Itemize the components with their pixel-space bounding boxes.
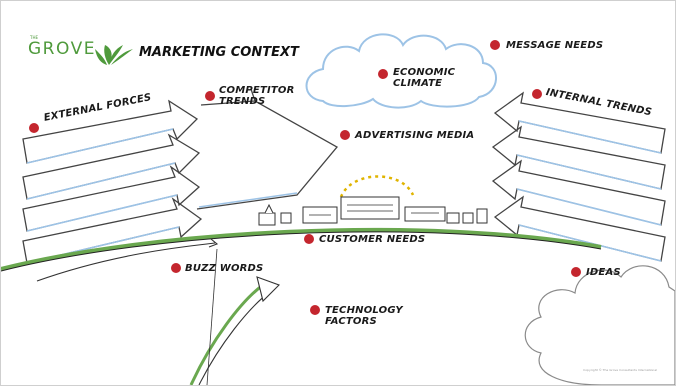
label-message-needs: MESSAGE NEEDS xyxy=(506,40,604,51)
bullet-advertising-media xyxy=(340,130,350,140)
bullet-external-forces xyxy=(29,123,39,133)
label-buzz-words: BUZZ WORDS xyxy=(185,263,264,274)
label-competitor-trends: COMPETITOR TRENDS xyxy=(219,85,295,107)
brand-prefix: THE xyxy=(30,35,38,40)
brand-logo: GROVE xyxy=(28,39,96,59)
economic-cloud xyxy=(305,33,497,109)
advertising-funnel xyxy=(196,88,338,210)
bullet-technology-factors xyxy=(310,305,320,315)
bullet-economic-climate xyxy=(378,69,388,79)
label-economic-climate: ECONOMIC CLIMATE xyxy=(393,67,456,89)
rising-arrow xyxy=(189,276,280,385)
bullet-message-needs xyxy=(490,40,500,50)
bullet-customer-needs xyxy=(304,234,314,244)
label-ideas: IDEAS xyxy=(586,267,621,278)
brand-logo-leaves xyxy=(95,45,133,65)
bullet-competitor-trends xyxy=(205,91,215,101)
horizon-line xyxy=(1,227,602,271)
label-advertising-media: ADVERTISING MEDIA xyxy=(355,130,475,141)
ideas-cloud xyxy=(524,265,675,385)
label-technology-factors: TECHNOLOGY FACTORS xyxy=(325,305,403,327)
sun-arc xyxy=(339,175,415,198)
copyright-footer: Copyright © The Grove Consultants Intern… xyxy=(583,368,657,372)
town-skyline xyxy=(258,196,488,226)
bullet-internal-trends xyxy=(532,89,542,99)
diagram-title: MARKETING CONTEXT xyxy=(139,45,299,60)
bullet-ideas xyxy=(571,267,581,277)
label-customer-needs: CUSTOMER NEEDS xyxy=(319,234,426,245)
bullet-buzz-words xyxy=(171,263,181,273)
